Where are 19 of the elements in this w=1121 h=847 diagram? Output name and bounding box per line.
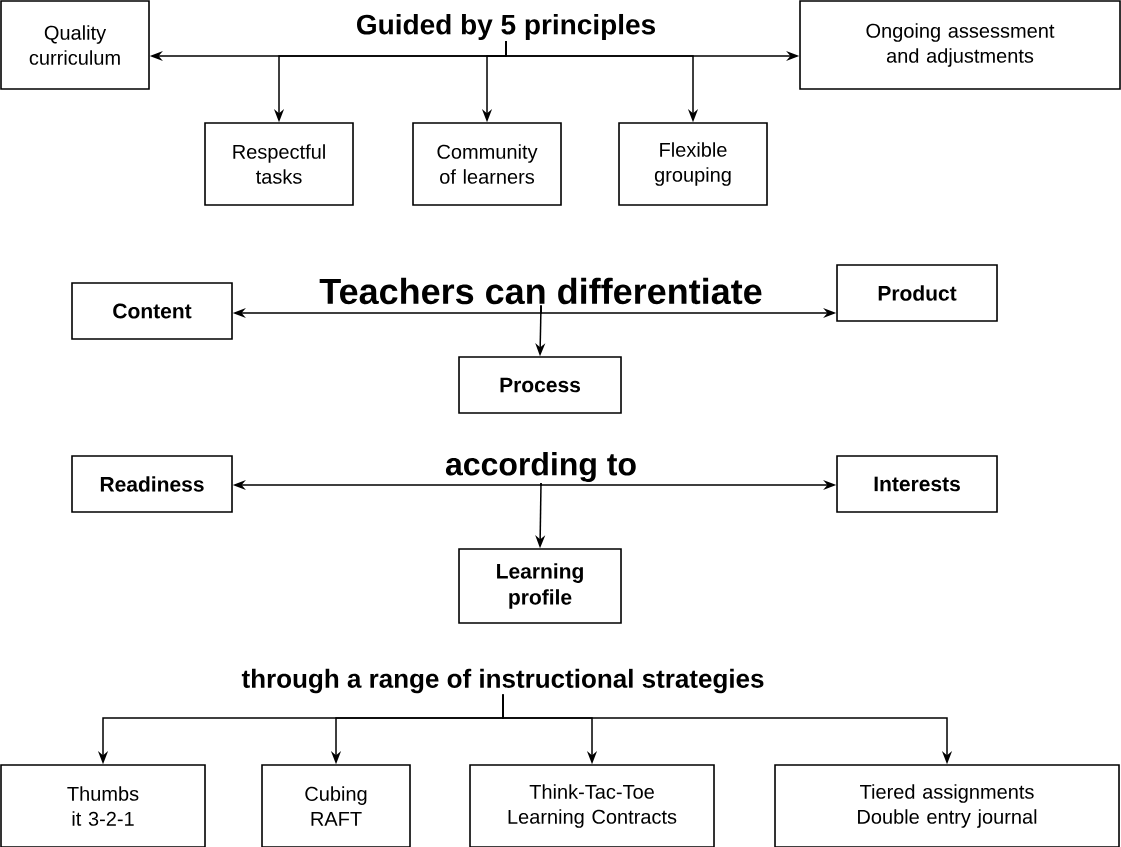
heading-text: Teachers can differentiate <box>319 277 762 305</box>
text-box: Product <box>836 264 998 322</box>
text-box: Community of learners <box>412 122 562 206</box>
text-box: Think-Tac-Toe Learning Contracts <box>469 764 715 847</box>
heading-text: through a range of instructional strategies <box>241 668 764 694</box>
text-box: Thumbs it 3-2-1 <box>0 764 206 847</box>
text-box: Content <box>71 282 233 340</box>
text-box: Respectful tasks <box>204 122 354 206</box>
heading-text: Guided by 5 principles <box>357 13 655 41</box>
text-box: Ongoing assessment and adjustments <box>799 0 1121 90</box>
text-box: Process <box>458 356 622 414</box>
text-box: Cubing RAFT <box>261 764 411 847</box>
text-box: Tiered assignments Double entry journal <box>774 764 1120 847</box>
text-box: Interests <box>836 455 998 513</box>
heading-text: according to <box>445 452 636 482</box>
text-box: Readiness <box>71 455 233 513</box>
text-box: Learning profile <box>458 548 622 624</box>
text-box: Quality curriculum <box>0 0 150 90</box>
text-box: Flexible grouping <box>618 122 768 206</box>
